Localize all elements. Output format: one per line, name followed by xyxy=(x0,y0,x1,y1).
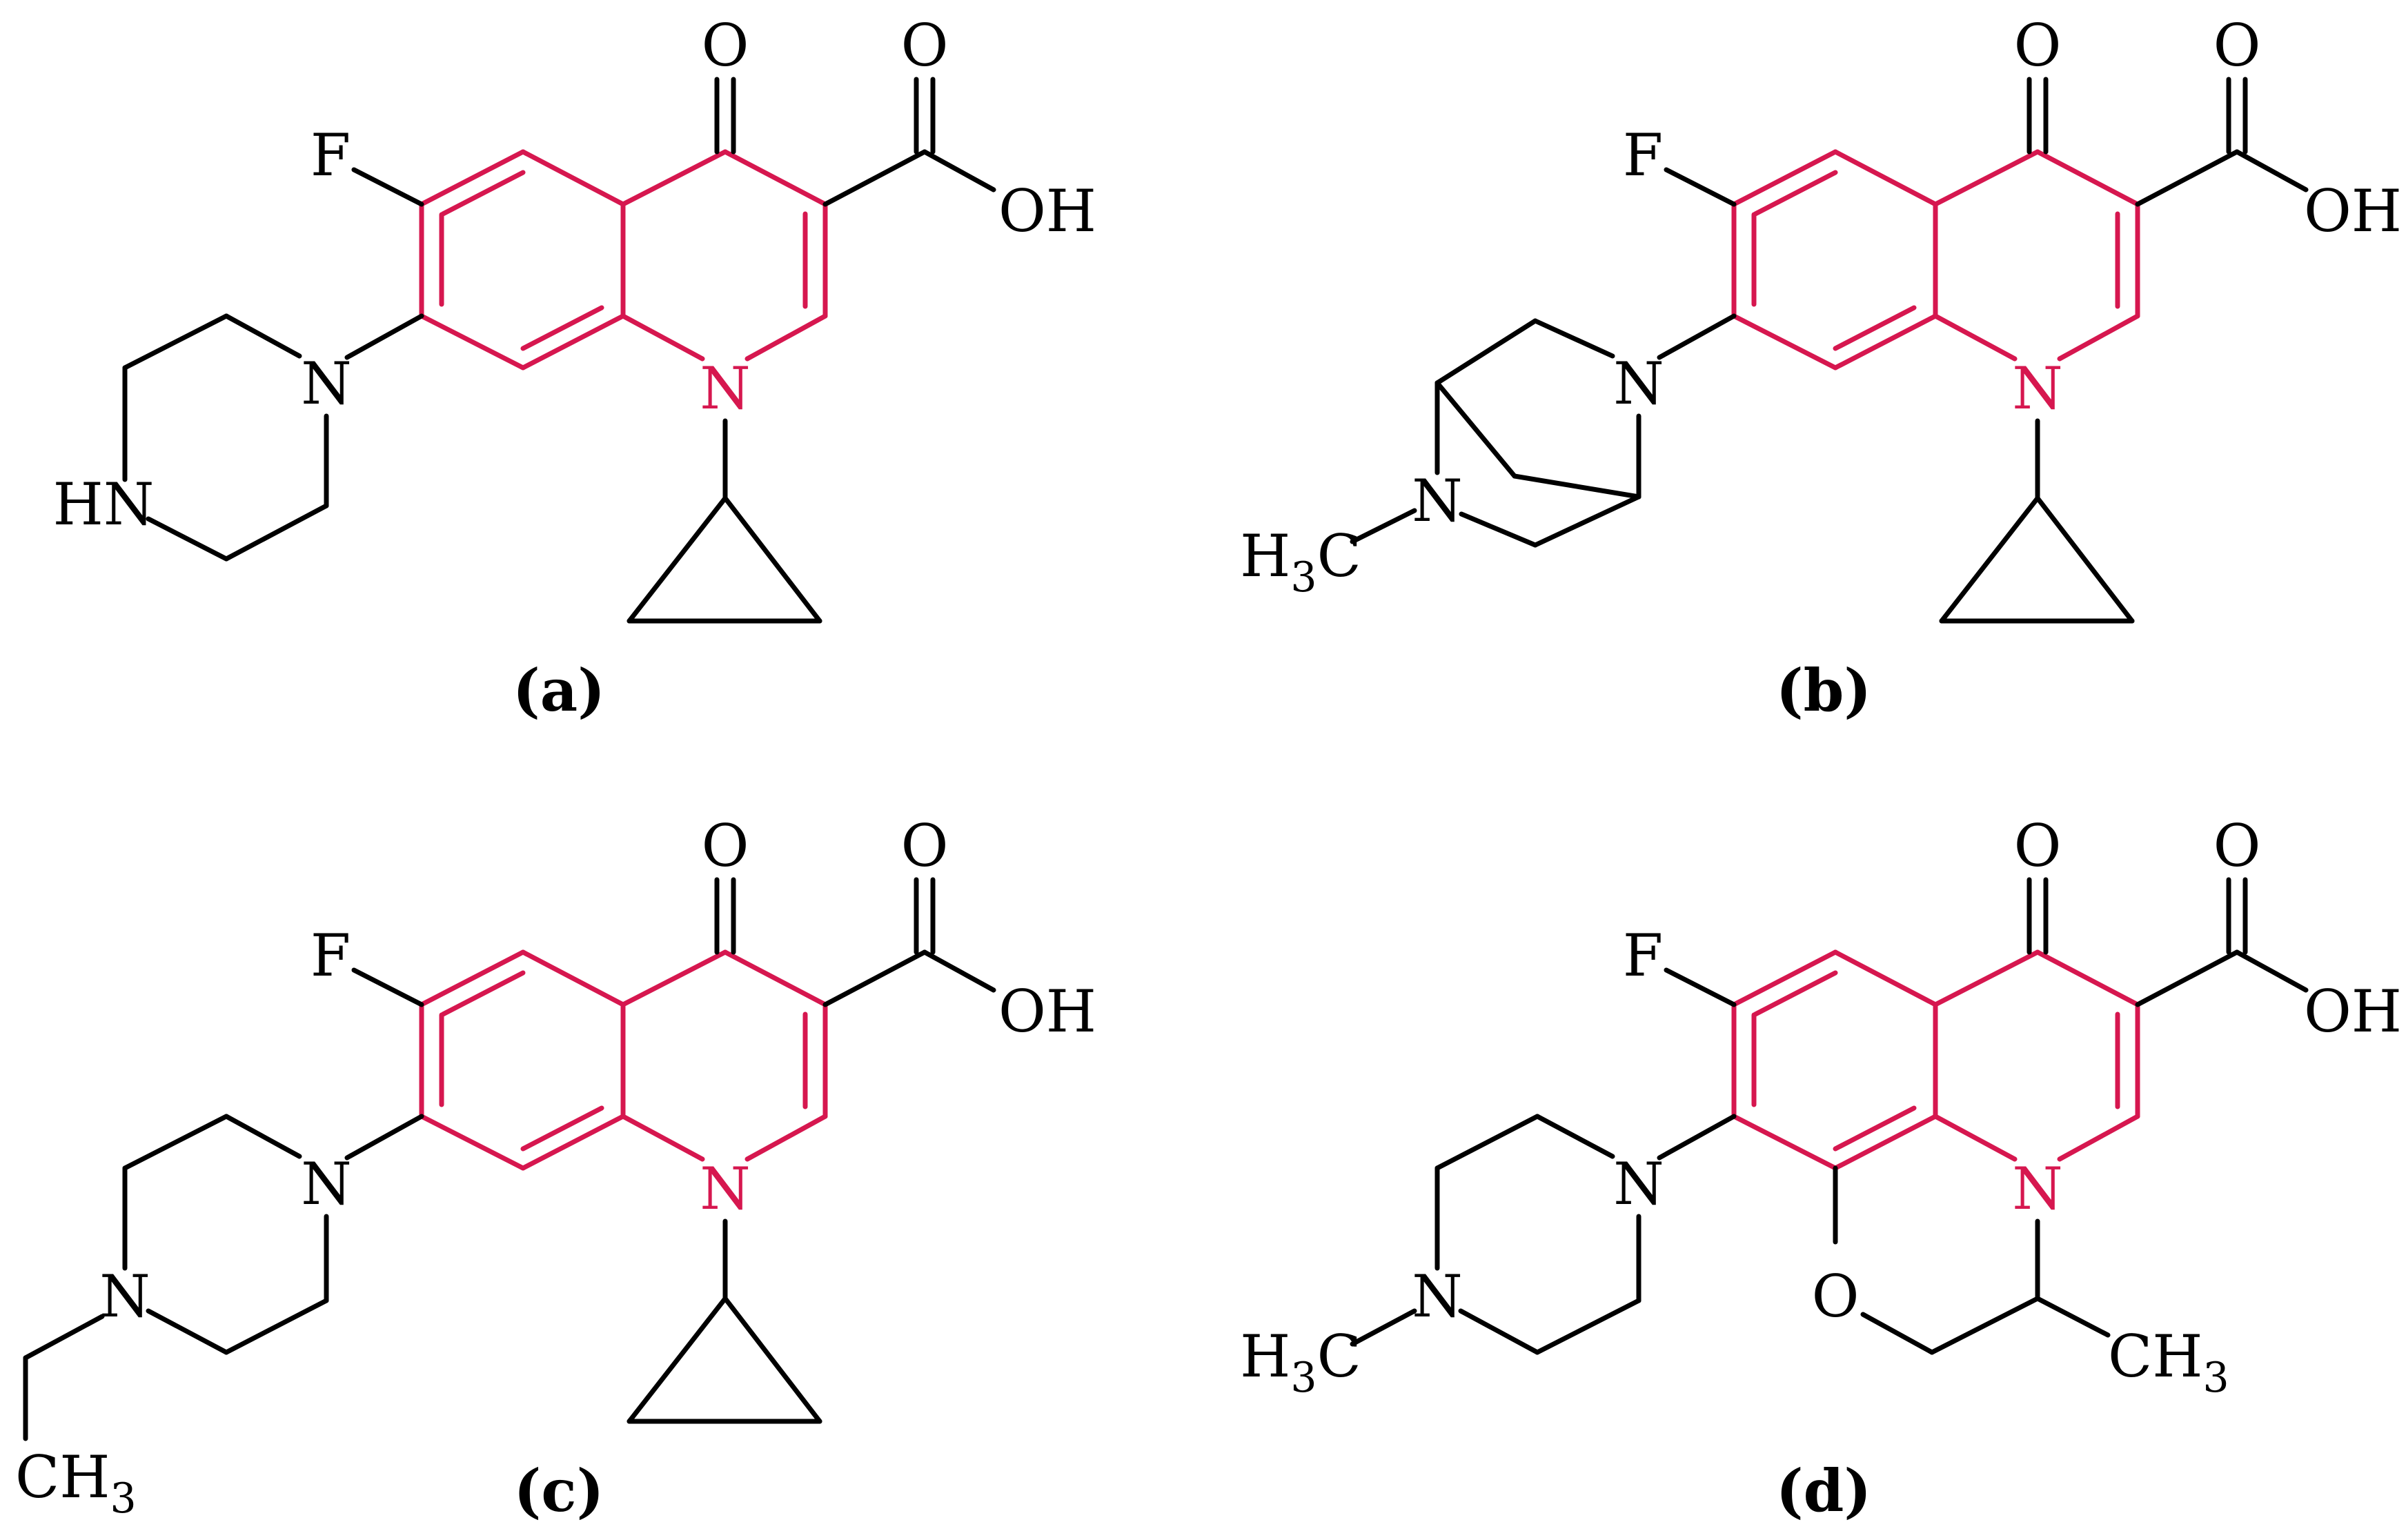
panel-d-piperazine-nitrogen-label: N xyxy=(1613,1150,1664,1218)
panel-a-hydroxyl-label: OH xyxy=(998,177,1096,245)
panel-d-keto-oxygen-label: O xyxy=(2014,812,2062,880)
panel-b-methyl-group-label: H3C xyxy=(1240,522,1361,602)
panel-b-substituent-bonds xyxy=(1350,77,2309,624)
panel-b-bicyclic-nitrogen-label: N xyxy=(1613,350,1664,417)
panel-a-acid-oxygen-label: O xyxy=(901,12,949,79)
panel-a-quinolone-nitrogen-label: N xyxy=(700,355,751,422)
panel-c-acid-oxygen-label: O xyxy=(901,812,949,880)
panel-d-n-methyl-group-label: H3C xyxy=(1240,1323,1361,1402)
panel-d-caption: (d) xyxy=(1776,1457,1871,1525)
panel-b-hydroxyl-label: OH xyxy=(2304,177,2402,245)
panel-c-quinolone-nitrogen-label: N xyxy=(700,1155,751,1223)
panel-b-quinolone-core xyxy=(1731,149,2140,371)
panel-c-ethyl-methyl-label: CH3 xyxy=(15,1443,137,1523)
panel-b-acid-oxygen-label: O xyxy=(2213,12,2261,79)
panel-d-c-methyl-group-label: CH3 xyxy=(2108,1323,2229,1402)
panel-b-fluorine-label: F xyxy=(1623,121,1663,189)
panel-c-enrofloxacin-structure: F O O OH N N N CH3 (c) xyxy=(15,812,1096,1525)
panel-b-quinolone-nitrogen-label: N xyxy=(2012,355,2063,422)
panel-b-methyl-nitrogen-label: N xyxy=(1412,467,1463,535)
panel-a-ciprofloxacin-structure: F O O OH N N HN (a) xyxy=(53,12,1096,724)
panel-c-quinolone-core xyxy=(419,949,828,1171)
panel-b-methyl-subscript: 3 xyxy=(1290,553,1317,602)
panel-d-quinolone-nitrogen-label: N xyxy=(2012,1155,2063,1223)
panel-c-methyl-ch: CH xyxy=(15,1443,110,1511)
panel-a-keto-oxygen-label: O xyxy=(702,12,749,79)
panel-d-c-methyl-ch: CH xyxy=(2108,1323,2203,1390)
panel-a-piperazine-nitrogen-label: N xyxy=(301,350,352,417)
panel-a-substituent-bonds xyxy=(122,77,996,624)
panel-c-fluorine-label: F xyxy=(310,922,351,989)
panel-c-ethyl-nitrogen-label: N xyxy=(99,1263,150,1330)
panel-d-n-methyl-subscript: 3 xyxy=(1290,1354,1317,1402)
panel-b-methyl-c: C xyxy=(1317,522,1361,590)
panel-c-piperazine-nitrogen-label: N xyxy=(301,1150,352,1218)
panel-d-fluorine-label: F xyxy=(1623,922,1663,989)
panel-b-keto-oxygen-label: O xyxy=(2014,12,2062,79)
panel-a-caption: (a) xyxy=(513,656,605,724)
panel-a-quinolone-core xyxy=(419,149,828,371)
panel-c-keto-oxygen-label: O xyxy=(702,812,749,880)
panel-a-fluorine-label: F xyxy=(310,121,351,189)
panel-b-danofloxacin-structure: F O O OH N N N H3C (b) xyxy=(1240,12,2402,724)
panel-d-acid-oxygen-label: O xyxy=(2213,812,2261,880)
panel-d-ofloxacin-structure: F O O OH N N N O H3C CH3 (d) xyxy=(1240,812,2402,1525)
panel-d-hydroxyl-label: OH xyxy=(2304,978,2402,1045)
panel-a-piperazine-nh-label: HN xyxy=(53,471,155,538)
panel-c-methyl-subscript: 3 xyxy=(110,1474,137,1523)
panel-d-c-methyl-subscript: 3 xyxy=(2203,1354,2229,1402)
panel-d-n-methyl-c: C xyxy=(1317,1323,1361,1390)
panel-c-caption: (c) xyxy=(514,1457,604,1525)
panel-d-ring-oxygen-label: O xyxy=(1812,1263,1860,1330)
panel-b-methyl-h: H xyxy=(1240,522,1290,590)
panel-c-substituent-bonds xyxy=(23,877,996,1441)
panel-d-methyl-nitrogen-label: N xyxy=(1412,1263,1463,1330)
panel-b-caption: (b) xyxy=(1776,656,1871,724)
panel-d-quinolone-core xyxy=(1731,949,2140,1171)
panel-c-hydroxyl-label: OH xyxy=(998,978,1096,1045)
panel-d-n-methyl-h: H xyxy=(1240,1323,1290,1390)
panel-d-substituent-bonds xyxy=(1350,877,2309,1355)
